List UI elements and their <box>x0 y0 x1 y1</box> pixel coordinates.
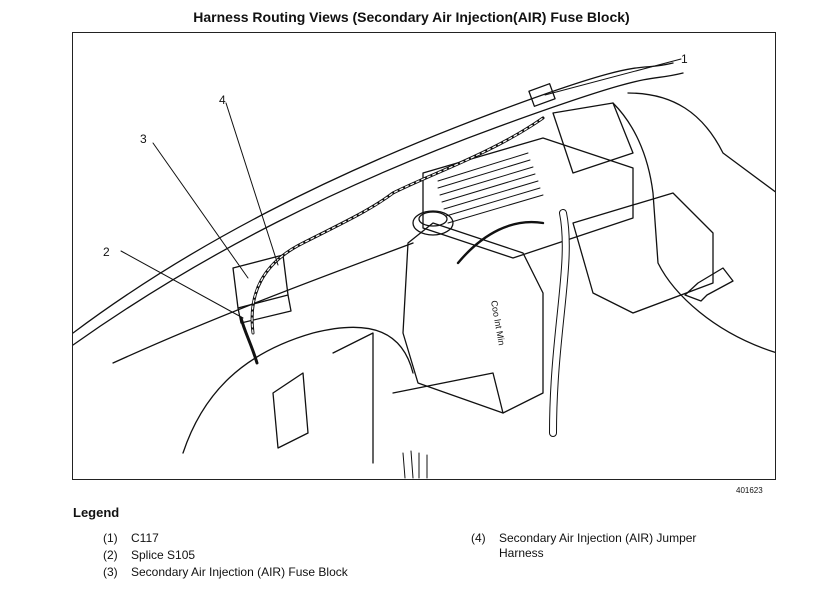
fender-top <box>112 242 414 364</box>
callout-4: 4 <box>219 93 226 107</box>
leader-3 <box>152 142 249 279</box>
air-cleaner <box>572 192 714 314</box>
hood-edge-inner <box>73 72 684 346</box>
fender-lower <box>182 326 414 454</box>
legend-text: C117 <box>131 531 159 545</box>
strut-bracket <box>552 102 634 174</box>
splice-s105 <box>239 316 259 365</box>
hood-edge <box>73 62 674 334</box>
legend-item: (1) C117 <box>103 531 159 546</box>
coolant-reservoir <box>402 222 544 414</box>
legend-text: Splice S105 <box>131 548 196 562</box>
figure-id: 401623 <box>736 486 763 495</box>
leader-2 <box>120 250 244 319</box>
leader-1 <box>544 58 682 96</box>
connector-c117 <box>528 83 556 107</box>
reservoir-cap <box>412 210 454 236</box>
callout-2: 2 <box>103 245 110 259</box>
diagram-frame: Coo lnt Min <box>72 32 776 480</box>
vertical-hatch <box>402 450 428 479</box>
legend-item: (2) Splice S105 <box>103 548 195 563</box>
legend-item: (4) Secondary Air Injection (AIR) Jumper … <box>471 531 729 561</box>
legend-item: (3) Secondary Air Injection (AIR) Fuse Bl… <box>103 565 348 580</box>
legend-number: (1) <box>103 531 118 545</box>
callout-3: 3 <box>140 132 147 146</box>
front-arrow <box>684 267 734 302</box>
leader-4 <box>225 102 279 266</box>
legend-number: (3) <box>103 565 118 579</box>
upper-hose <box>456 220 545 265</box>
legend-text: Secondary Air Injection (AIR) Fuse Block <box>131 565 348 579</box>
legend-heading: Legend <box>73 505 120 520</box>
harness-routing-drawing: Coo lnt Min <box>73 58 775 479</box>
legend-number: (4) <box>471 531 486 545</box>
wheelhouse-inner <box>627 92 775 193</box>
diagram-title: Harness Routing Views (Secondary Air Inj… <box>193 9 630 25</box>
callout-1: 1 <box>681 52 688 66</box>
reservoir-label: Coo lnt Min <box>489 300 507 347</box>
radiator-support <box>332 332 504 464</box>
legend-text: Secondary Air Injection (AIR) Jumper Har… <box>499 531 697 560</box>
wheelhouse <box>612 102 775 354</box>
module-body <box>422 137 634 259</box>
module-ribs <box>437 152 544 224</box>
legend-number: (2) <box>103 548 118 562</box>
